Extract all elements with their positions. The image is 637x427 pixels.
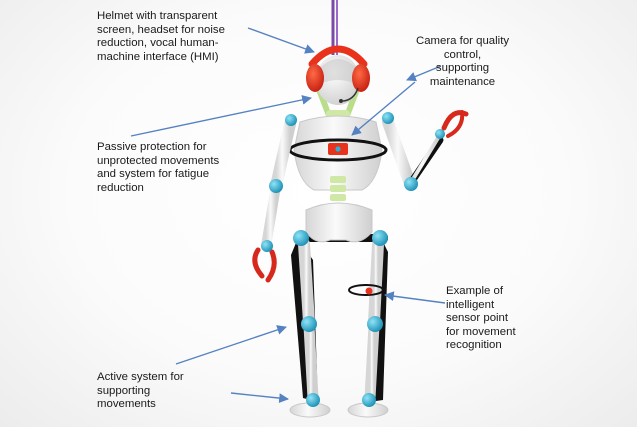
- callout-arrows: [130, 27, 446, 403]
- helmet-label: Helmet with transparent screen, headset …: [97, 10, 225, 63]
- robot-pelvis: [305, 202, 373, 243]
- sensor-band: [348, 284, 384, 296]
- robot-left-arm: [252, 118, 296, 283]
- robot-head: [306, 45, 370, 105]
- joints: [261, 112, 445, 407]
- robot-right-arm: [382, 110, 469, 190]
- sensor-point-label: Example of intelligent sensor point for …: [446, 285, 516, 352]
- camera-label: Camera for quality control, supporting m…: [416, 35, 510, 88]
- active-system-label: Active system for supporting movements: [97, 371, 184, 411]
- passive-protection-label: Passive protection for unprotected movem…: [97, 141, 220, 194]
- robot-legs: [289, 238, 389, 418]
